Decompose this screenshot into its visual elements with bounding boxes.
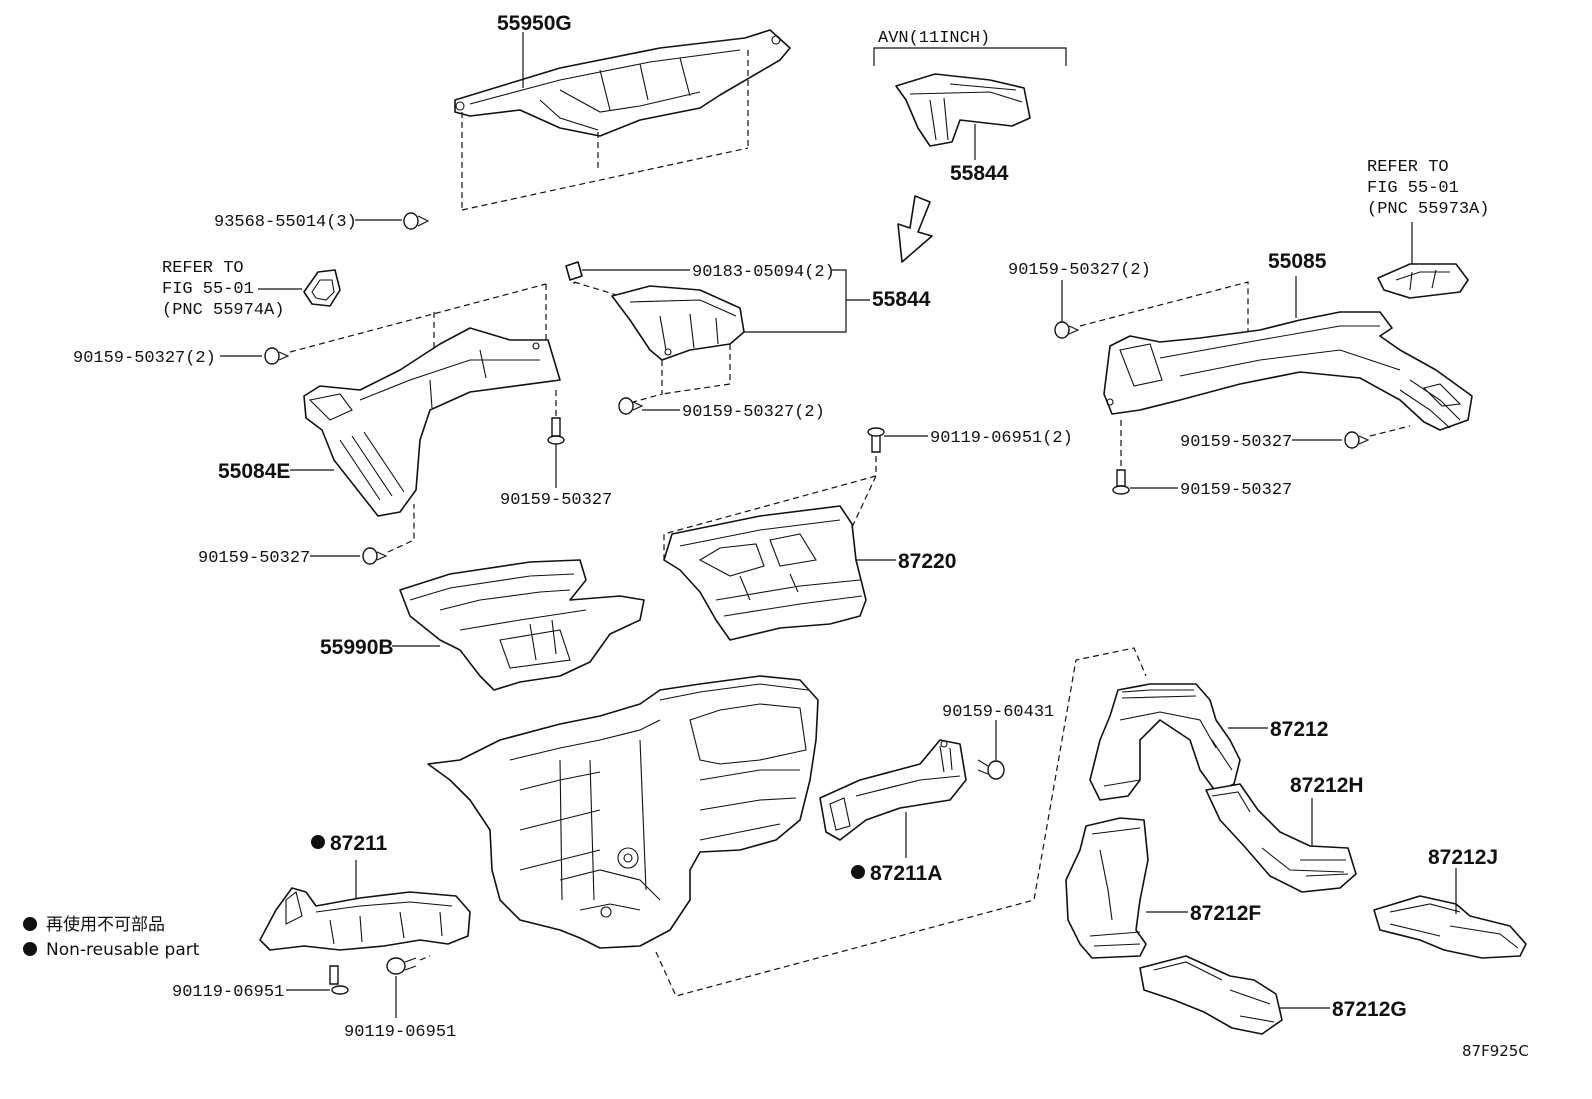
part-55950G-drawing	[454, 29, 791, 137]
dash-hvac-ducts	[655, 647, 1147, 997]
hvac-unit-drawing	[427, 675, 819, 949]
dash-90159-c	[1369, 425, 1411, 437]
legend-text-en: Non-reusable part	[46, 940, 200, 960]
bolt-label-90119-a: 90119-06951	[172, 983, 284, 1002]
clip-90183-icon	[565, 261, 583, 281]
bolt-90159-vertical-icon	[547, 417, 565, 445]
non-reusable-dot-87211	[311, 835, 325, 849]
legend-text-jp: 再使用不可部品	[46, 914, 165, 935]
bolt-label-90159-a: 90159-50327	[500, 491, 612, 510]
bolt-90159-60431-icon	[977, 759, 1005, 780]
part-55990B-drawing	[399, 559, 645, 691]
part-label-87211: 87211	[330, 832, 388, 855]
part-label-55084E: 55084E	[218, 460, 290, 483]
part-87211-drawing	[259, 887, 471, 951]
refer-right-line3: (PNC 55973A)	[1367, 200, 1489, 219]
part-87212H-drawing	[1205, 783, 1357, 893]
part-87212F-drawing	[1065, 817, 1149, 959]
bolt-label-90159-left: 90159-50327(2)	[73, 349, 216, 368]
refer-right-line2: FIG 55-01	[1367, 179, 1459, 198]
refer-left-line2: FIG 55-01	[162, 280, 254, 299]
part-87212-drawing	[1089, 683, 1241, 801]
dash-55084E	[289, 283, 547, 354]
refer-left-line1: REFER TO	[162, 259, 244, 278]
dash-55844-bolts	[625, 344, 731, 405]
dash-55950G	[461, 50, 749, 210]
bolt-label-90159-d: 90159-50327	[1180, 481, 1292, 500]
part-55844-avn-drawing	[895, 73, 1031, 147]
part-label-55085: 55085	[1268, 250, 1327, 273]
legend-dot-jp	[23, 917, 37, 931]
bolt-label-90159-right: 90159-50327(2)	[1008, 261, 1151, 280]
bolt-label-93568: 93568-55014(3)	[214, 213, 357, 232]
bolt-90159-right-icon	[1054, 321, 1080, 339]
refer-right-line1: REFER TO	[1367, 158, 1449, 177]
dash-55950G-link	[461, 147, 749, 211]
part-55085-drawing	[1103, 311, 1473, 431]
bolt-label-90119-pair: 90119-06951(2)	[930, 429, 1073, 448]
bolt-90159-d-icon	[1112, 469, 1130, 495]
part-label-55844: 55844	[872, 288, 931, 311]
dash-90159-lowerleft	[387, 504, 415, 553]
bolt-90159-left-icon	[264, 347, 290, 365]
bolt-90159-mid-icon	[618, 397, 644, 415]
part-label-87212F: 87212F	[1190, 902, 1261, 925]
gasket-55974A-drawing	[303, 269, 341, 307]
part-87220-drawing	[663, 505, 867, 641]
part-label-87212G: 87212G	[1332, 998, 1407, 1021]
dash-87220	[663, 456, 877, 560]
bolt-label-90159-b: 90159-50327	[198, 549, 310, 568]
part-label-87220: 87220	[898, 550, 956, 573]
direction-arrow-icon	[897, 195, 933, 263]
bolt-90119-a-icon	[329, 965, 349, 995]
bolt-label-90159-60431: 90159-60431	[942, 703, 1054, 722]
bolt-90159-lowerleft-icon	[362, 547, 388, 565]
part-55084E-drawing	[303, 327, 561, 517]
part-87212G-drawing	[1139, 955, 1283, 1035]
bolt-label-90159-c: 90159-50327	[1180, 433, 1292, 452]
part-55844-drawing	[611, 285, 745, 361]
non-reusable-dot-87211A	[851, 865, 865, 879]
figure-code: 87F925C	[1462, 1042, 1529, 1060]
bolt-90119-b-icon	[386, 957, 417, 975]
avn-label: AVN(11INCH)	[878, 29, 990, 48]
bolt-90119-pair-icon	[867, 427, 885, 453]
part-label-87212J: 87212J	[1428, 846, 1498, 869]
bolt-90159-c-icon	[1344, 431, 1370, 449]
part-label-87212H: 87212H	[1290, 774, 1364, 797]
part-label-87212: 87212	[1270, 718, 1328, 741]
part-label-55950G: 55950G	[497, 12, 572, 35]
bolt-label-90159-mid: 90159-50327(2)	[682, 403, 825, 422]
part-label-55844-top: 55844	[950, 162, 1009, 185]
avn-bracket	[873, 47, 1067, 66]
gasket-55973A-drawing	[1377, 263, 1469, 299]
dash-90183	[573, 281, 621, 297]
dash-90119-b	[419, 955, 431, 961]
legend-dot-en	[23, 942, 37, 956]
part-87212J-drawing	[1373, 895, 1527, 959]
part-87211A-drawing	[819, 739, 967, 841]
part-label-55990B: 55990B	[320, 636, 394, 659]
bolt-label-90183: 90183-05094(2)	[692, 263, 835, 282]
clip-93568-icon	[403, 212, 430, 230]
bolt-label-90119-b: 90119-06951	[344, 1023, 456, 1042]
refer-left-line3: (PNC 55974A)	[162, 301, 284, 320]
dash-55085	[1079, 281, 1249, 334]
part-label-87211A: 87211A	[870, 862, 942, 885]
bracket-55844	[740, 269, 847, 333]
